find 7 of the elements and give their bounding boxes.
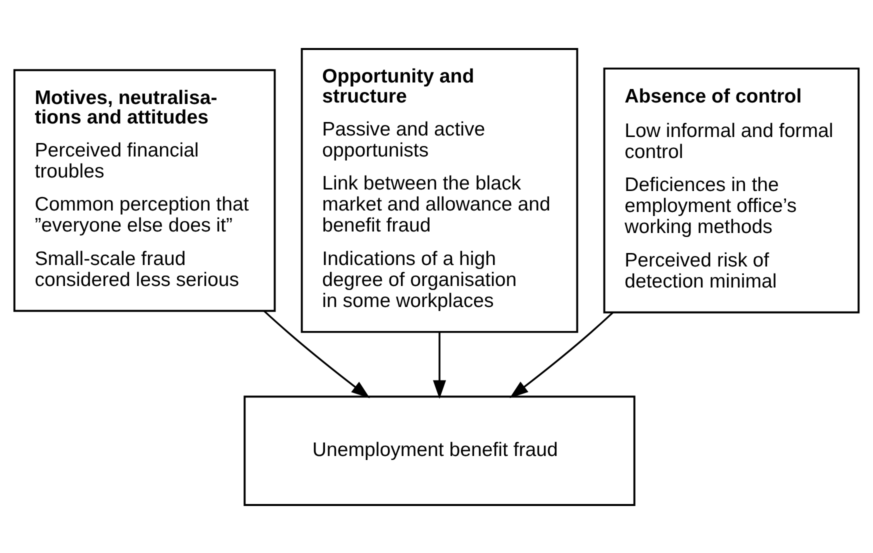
node-box: Unemployment benefit fraud (244, 395, 636, 506)
arrow (264, 310, 370, 398)
node-box: Absence of control Low informal and formal control Deficiences in the employment office’s working methods Perceived risk of detection minimal (603, 67, 860, 313)
node-box: Opportunity and structure Passive and active opportunists Link between the black market and allowance and benefit fraud Indications of a high degree of organisation in some workplaces (300, 48, 578, 332)
node-box: Motives, neutralisa- tions and attitudes Perceived financial troubles Common perception that ”everyone else does it” Small-scale fraud considered less serious (13, 68, 276, 312)
arrow (510, 311, 614, 398)
arrow (432, 331, 446, 398)
